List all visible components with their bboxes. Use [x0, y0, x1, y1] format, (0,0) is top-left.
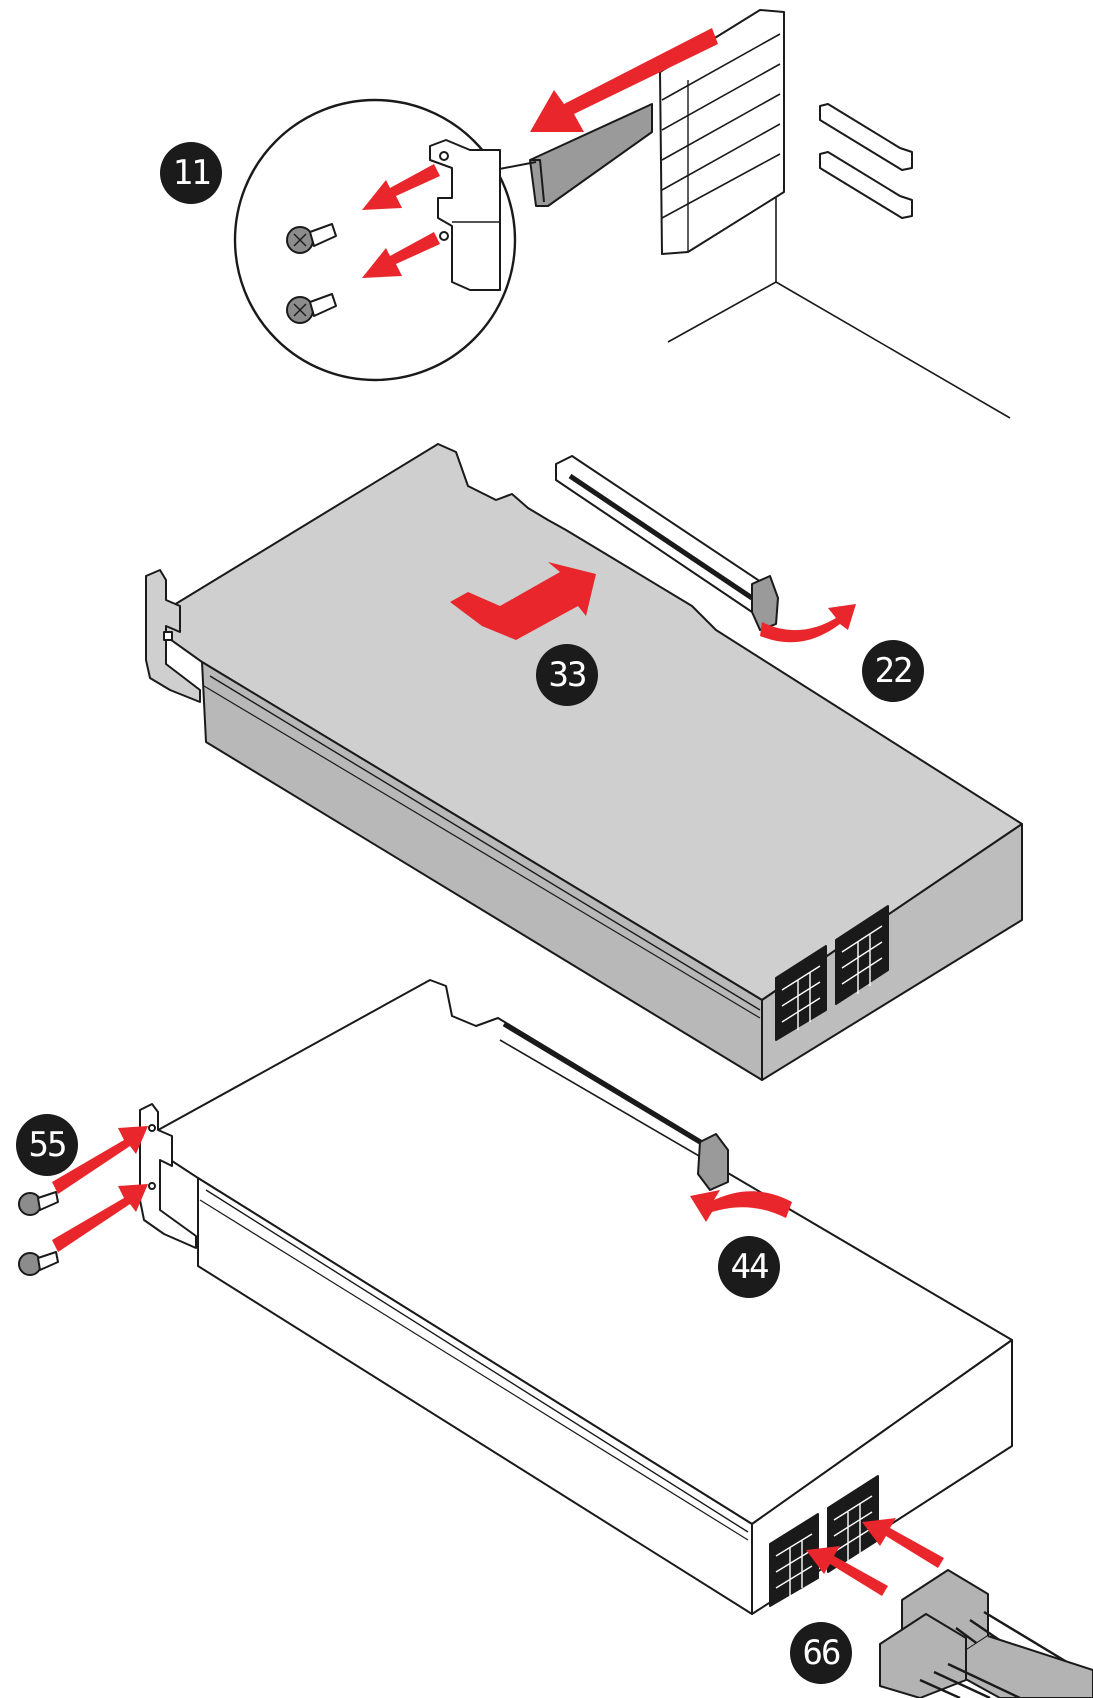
step-badge-6: 66	[790, 1622, 852, 1684]
screw-icon	[19, 1252, 58, 1275]
step-badge-1: 11	[160, 142, 222, 204]
screw-icon	[19, 1192, 58, 1215]
arrow-insert-screw-lower	[52, 1184, 148, 1252]
step-badge-3: 33	[536, 644, 598, 706]
step-badge-4: 44	[718, 1236, 780, 1298]
slot-latch	[698, 1134, 728, 1190]
step-badge-2: 22	[862, 640, 924, 702]
section-remove-slot-covers	[235, 10, 1010, 418]
section-install-card	[146, 444, 1022, 1080]
step-badge-5: 55	[16, 1114, 78, 1176]
section-secure-card	[19, 980, 1093, 1698]
removed-slot-covers	[820, 104, 912, 218]
